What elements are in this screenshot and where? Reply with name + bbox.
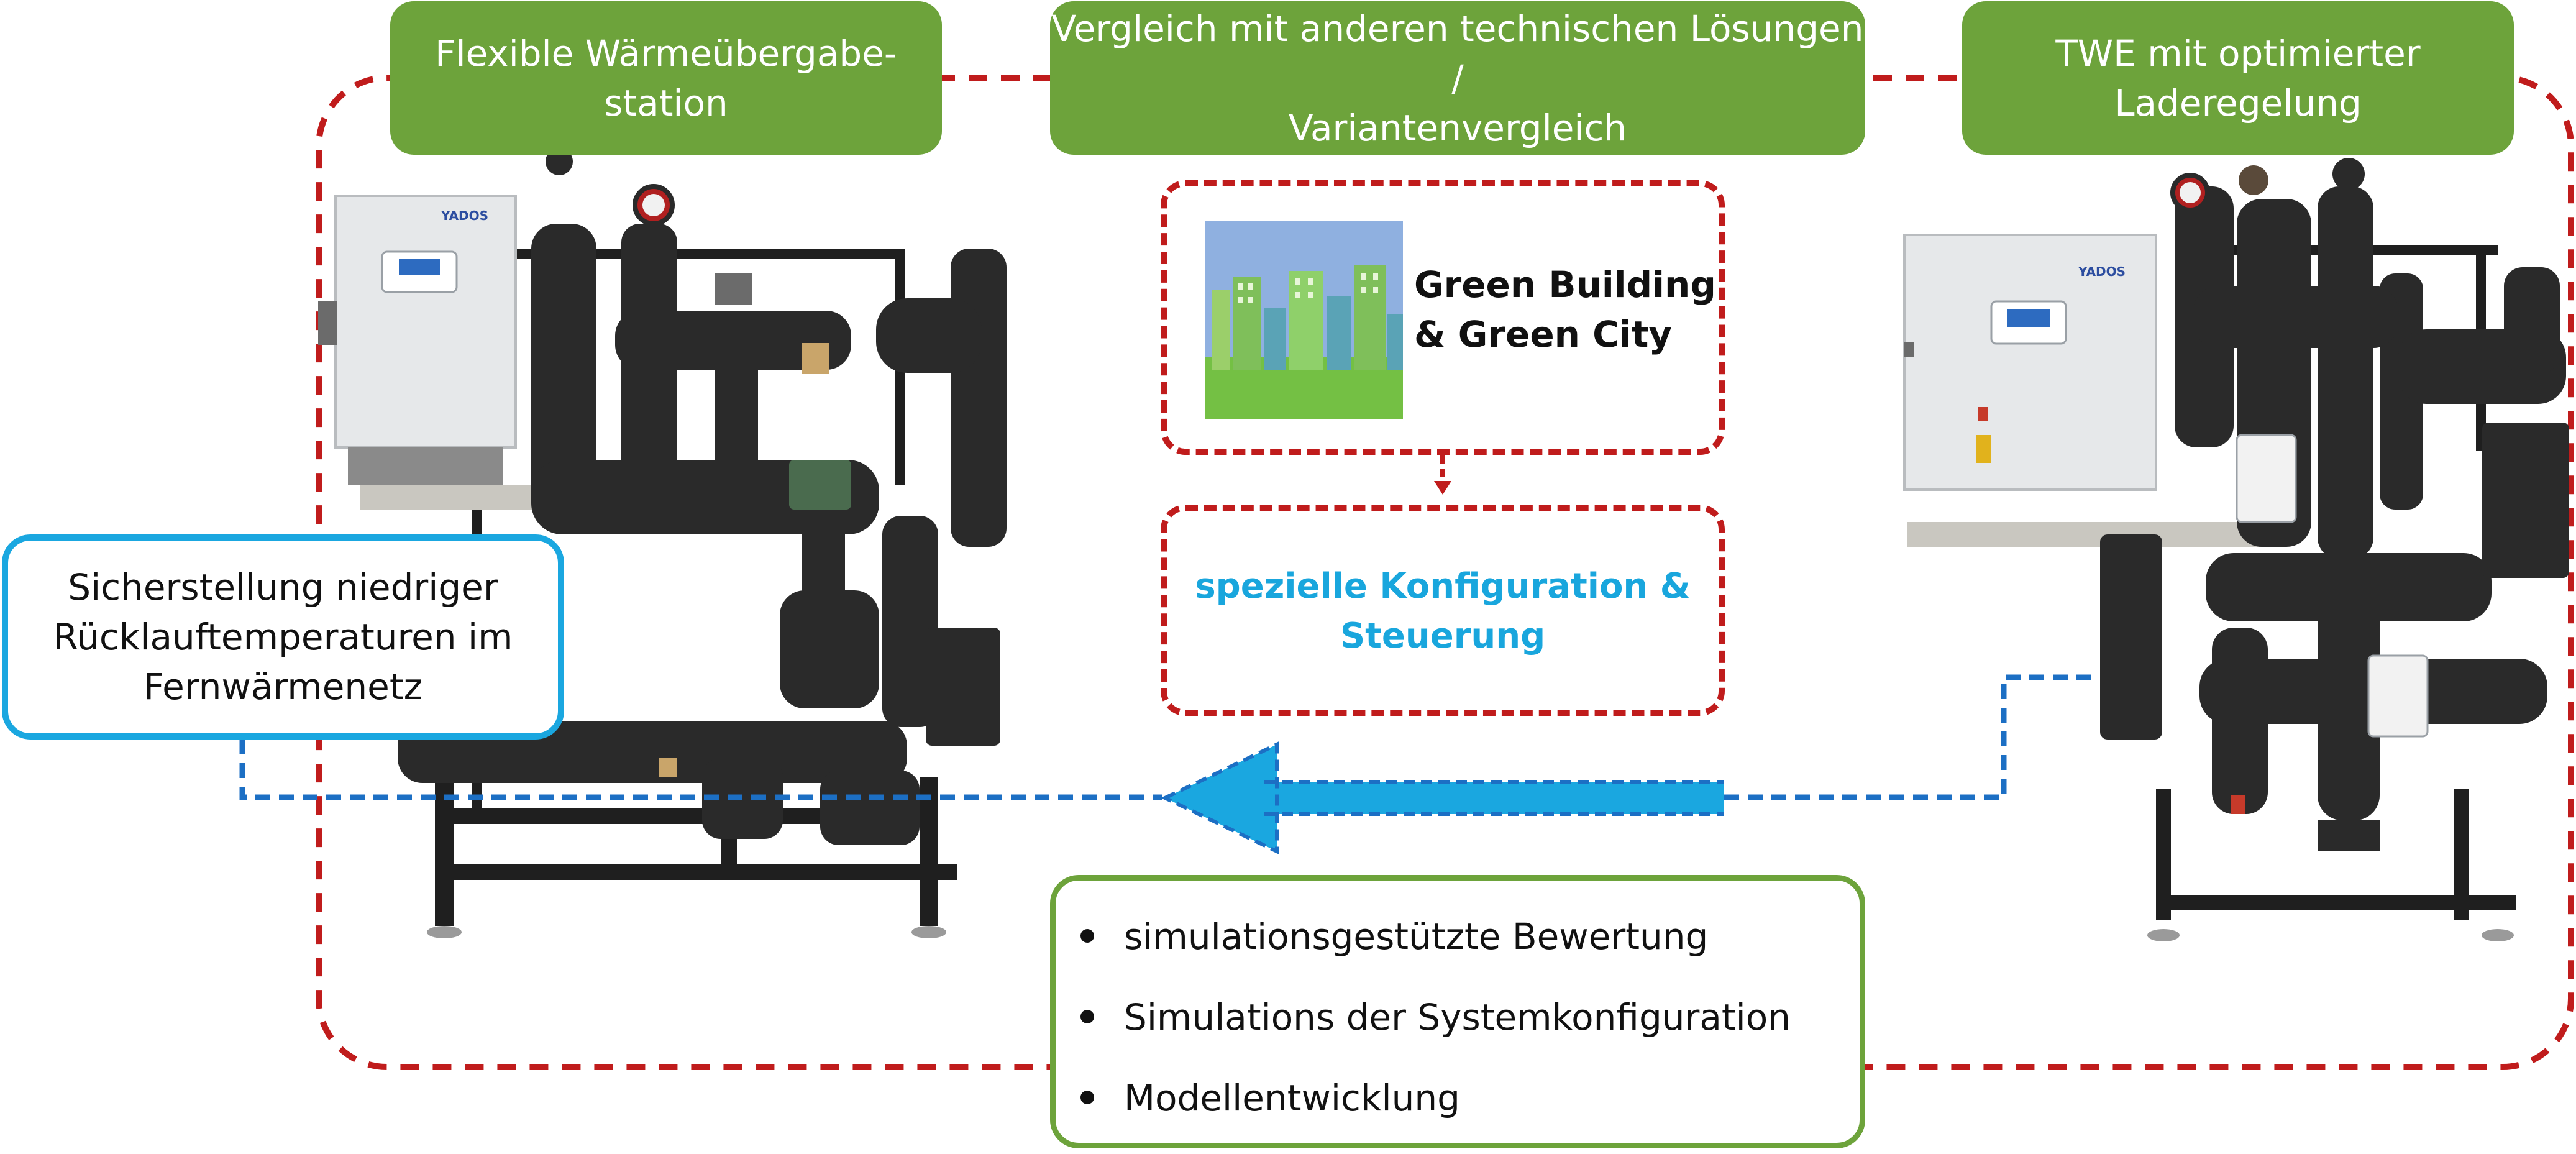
green-building-label: Green Building & Green City (1414, 260, 1716, 359)
header-line: Vergleich mit anderen technischen Lösung… (1051, 7, 1864, 99)
configuration-line: spezielle Konfiguration & (1195, 566, 1691, 607)
header-line: Variantenvergleich (1288, 106, 1627, 149)
configuration-line: Steuerung (1340, 616, 1546, 656)
bullet-icon (1080, 929, 1094, 943)
methods-box: simulationsgestützte Bewertung Simulatio… (1050, 875, 1865, 1148)
right-panel-logo: YADOS (2078, 264, 2126, 279)
return-line-left (239, 740, 1162, 800)
right-hot-water-unit-illustration (1903, 158, 2569, 941)
methods-item: Simulations der Systemkonfiguration (1080, 992, 1860, 1073)
connector-arrowhead (1434, 481, 1451, 495)
header-variant-comparison: Vergleich mit anderen technischen Lösung… (1050, 1, 1865, 155)
header-line: Laderegelung (2114, 81, 2362, 124)
green-building-line: & Green City (1414, 313, 1673, 355)
configuration-box: spezielle Konfiguration & Steuerung (1161, 505, 1725, 716)
header-hot-water-charging: TWE mit optimierter Laderegelung (1962, 1, 2514, 155)
methods-item-label: Modellentwicklung (1124, 1077, 1460, 1119)
configuration-label: spezielle Konfiguration & Steuerung (1167, 562, 1719, 661)
header-line: TWE mit optimierter (2055, 32, 2421, 75)
methods-item: simulationsgestützte Bewertung (1080, 912, 1860, 992)
return-temperature-box: Sicherstellung niedriger Rücklauftempera… (2, 534, 564, 740)
green-building-box: Green Building & Green City (1161, 180, 1725, 455)
header-line: Flexible Wärmeübergabe- (435, 32, 897, 75)
methods-item-label: Simulations der Systemkonfiguration (1124, 996, 1791, 1038)
green-city-icon (1205, 221, 1403, 419)
return-flow-arrow (1161, 741, 1724, 854)
green-building-line: Green Building (1414, 263, 1716, 306)
return-temperature-line: Sicherstellung niedriger (68, 566, 498, 608)
methods-list: simulationsgestützte Bewertung Simulatio… (1056, 881, 1860, 1154)
return-temperature-line: Fernwärmenetz (143, 666, 423, 708)
left-heat-transfer-station-illustration (318, 148, 1007, 938)
bullet-icon (1080, 1091, 1094, 1104)
return-temperature-line: Rücklauftemperaturen im (53, 616, 513, 658)
bullet-icon (1080, 1010, 1094, 1023)
return-line-right (1724, 674, 2100, 800)
left-panel-logo: YADOS (441, 208, 489, 223)
methods-item-label: simulationsgestützte Bewertung (1124, 915, 1709, 958)
methods-item: Modellentwicklung (1080, 1073, 1860, 1154)
header-line: station (604, 81, 728, 124)
header-heat-transfer-station: Flexible Wärmeübergabe- station (390, 1, 942, 155)
